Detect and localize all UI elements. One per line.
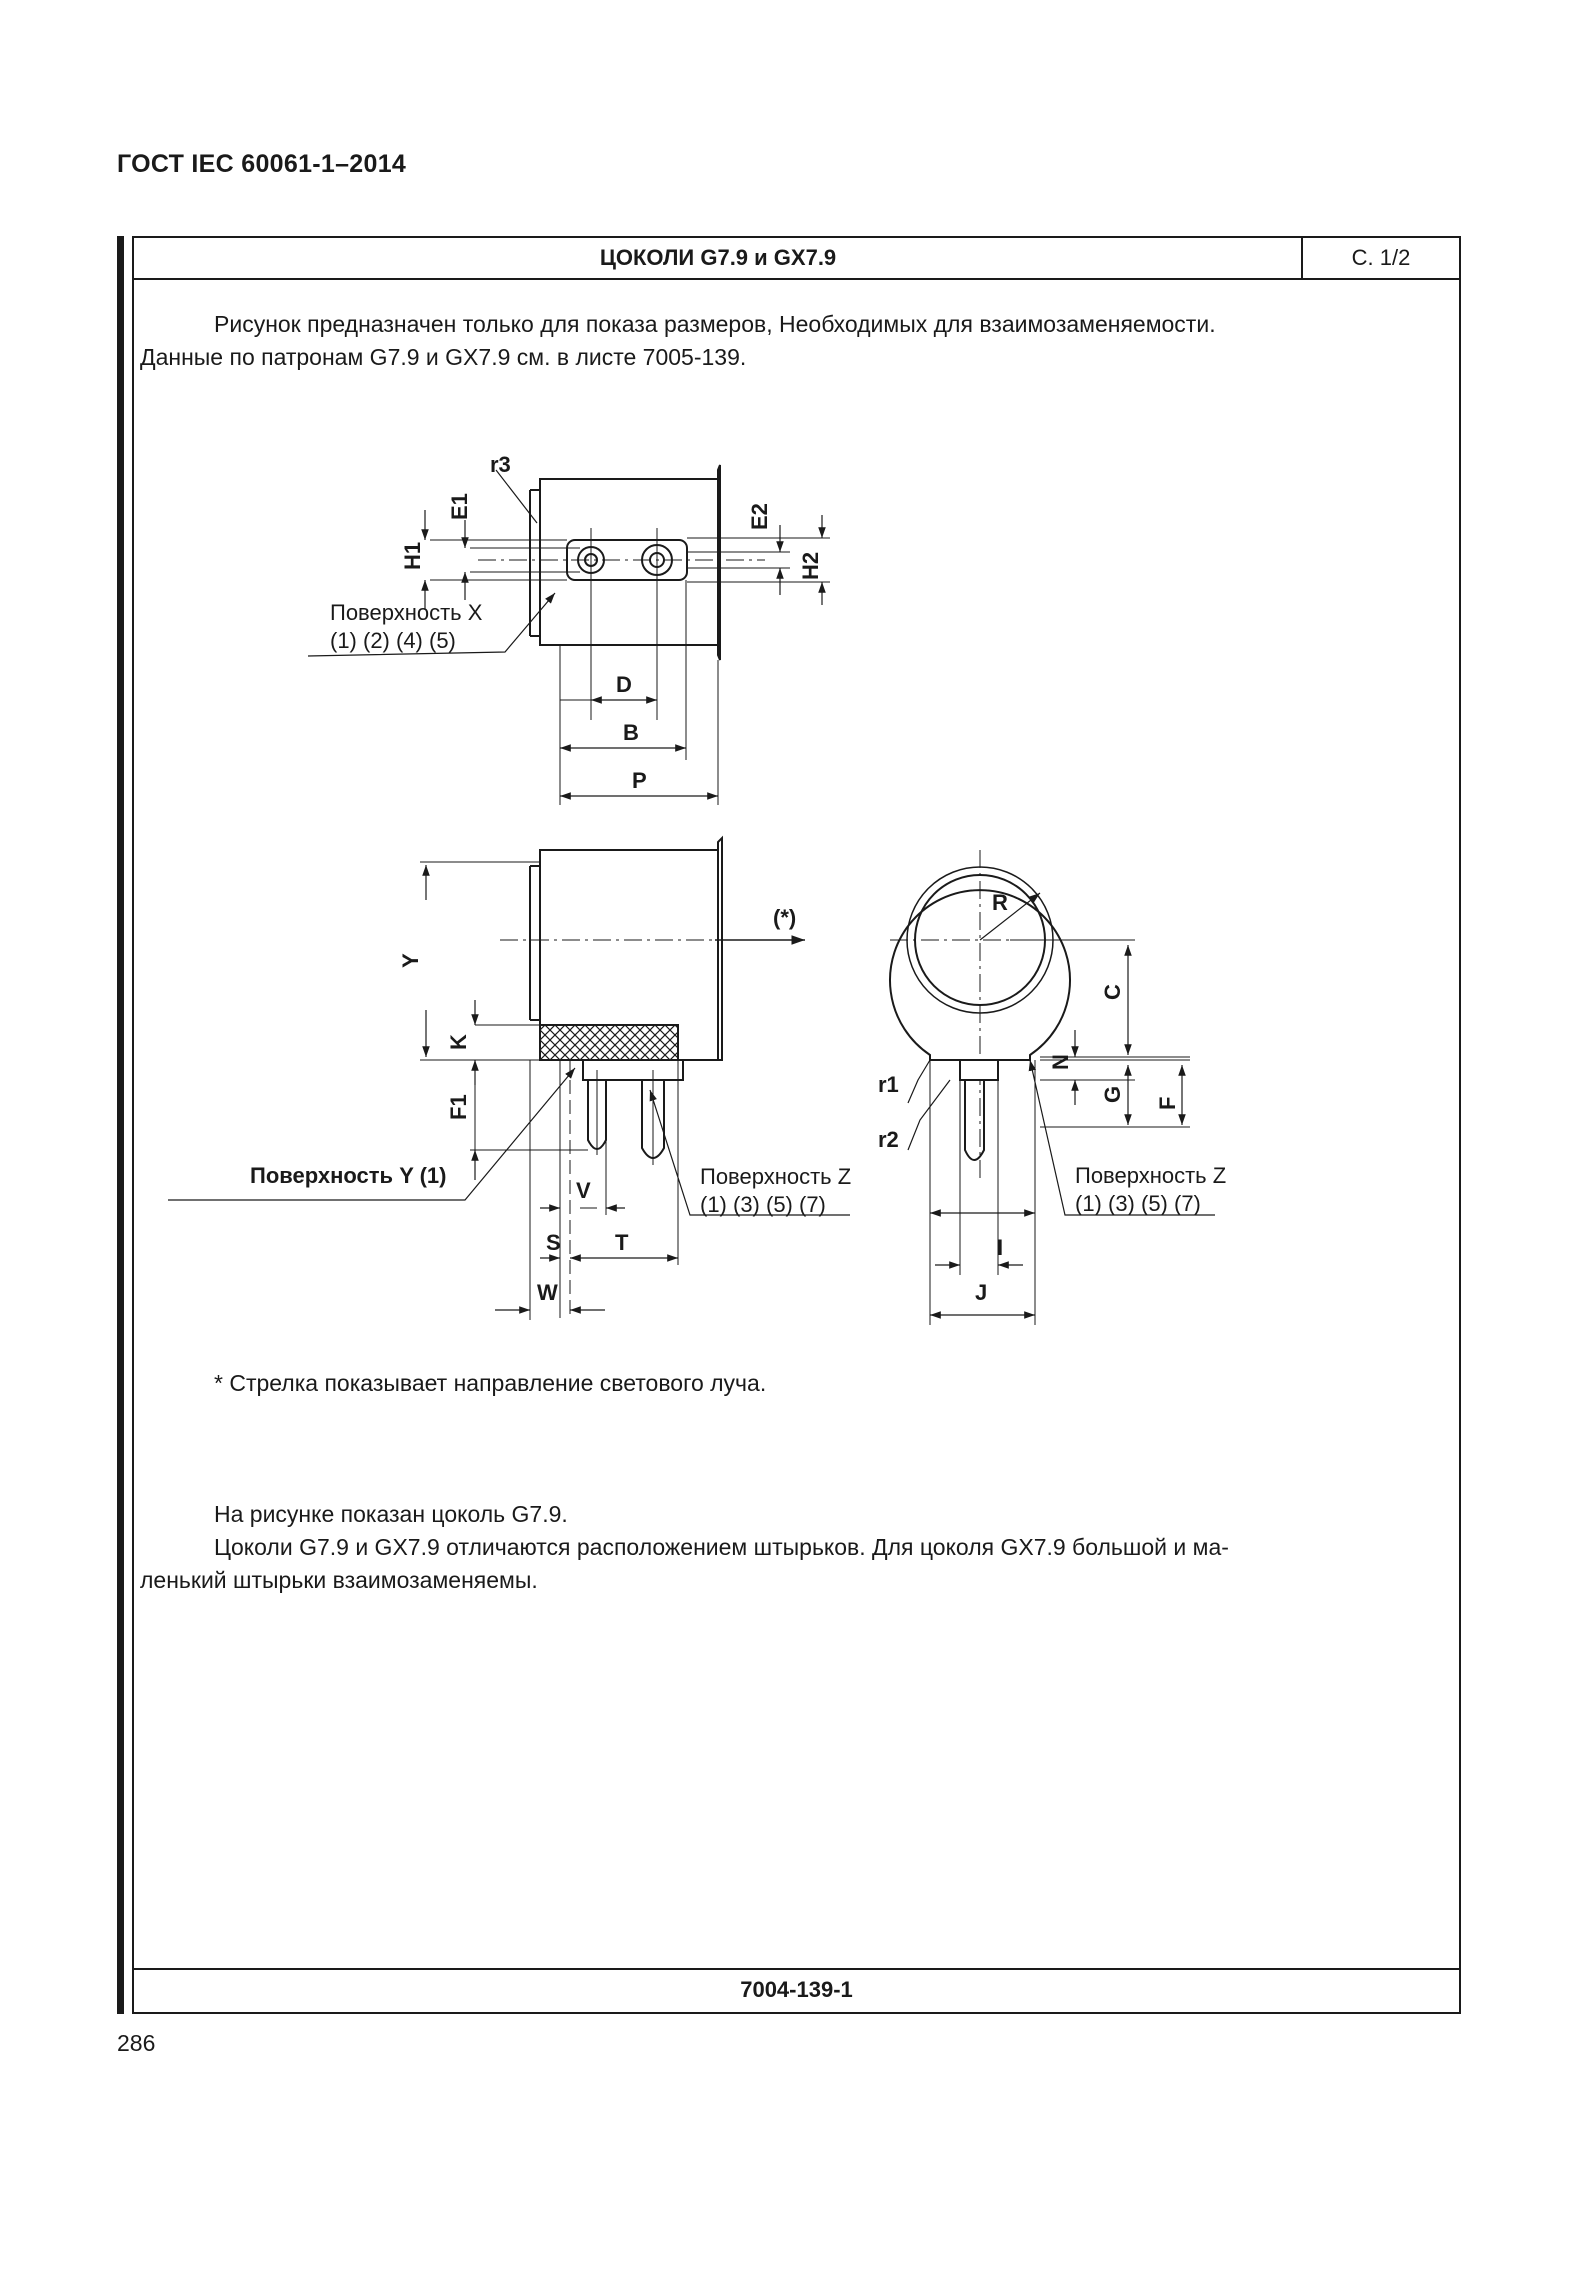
note-paragraph: На рисунке показан цоколь G7.9. Цоколи G…	[140, 1498, 1454, 1597]
surface-x-label: Поверхность X	[330, 600, 483, 625]
dim-p: P	[632, 768, 647, 793]
dim-r1: r1	[878, 1072, 899, 1097]
dim-r3: r3	[490, 452, 511, 477]
dim-k: K	[446, 1034, 471, 1050]
sheet-page-indicator: С. 1/2	[1301, 238, 1459, 278]
dim-t: T	[615, 1230, 629, 1255]
dim-j: J	[975, 1280, 987, 1305]
intro-paragraph: Рисунок предназначен только для показа р…	[140, 308, 1454, 374]
dim-f: F	[1155, 1097, 1180, 1110]
title-row: ЦОКОЛИ G7.9 и GX7.9 С. 1/2	[134, 238, 1459, 280]
note-line-2: Цоколи G7.9 и GX7.9 отличаются расположе…	[214, 1534, 1229, 1560]
dim-y: Y	[398, 953, 423, 968]
side-view	[168, 835, 850, 1320]
dim-e1: E1	[447, 493, 472, 520]
dim-i: I	[997, 1235, 1003, 1260]
front-view	[889, 850, 1215, 1325]
surface-z-notes-front: (1) (3) (5) (7)	[1075, 1191, 1201, 1216]
dim-c: C	[1100, 984, 1125, 1000]
dim-s: S	[546, 1230, 561, 1255]
note-line-1: На рисунке показан цоколь G7.9.	[214, 1501, 568, 1527]
dim-f1: F1	[446, 1094, 471, 1120]
dim-d: D	[616, 672, 632, 697]
dim-w: W	[537, 1280, 558, 1305]
surface-z-notes-side: (1) (3) (5) (7)	[700, 1192, 826, 1217]
dim-h1: H1	[400, 542, 425, 570]
dim-h2: H2	[798, 552, 823, 580]
surface-y-label: Поверхность Y (1)	[250, 1163, 446, 1188]
sheet-footer: 7004-139-1	[134, 1968, 1459, 2012]
surface-z-label-front: Поверхность Z	[1075, 1163, 1226, 1188]
dim-r2: r2	[878, 1127, 899, 1152]
intro-line-1: Рисунок предназначен только для показа р…	[214, 311, 1216, 337]
dim-n: N	[1048, 1054, 1073, 1070]
document-header: ГОСТ IEC 60061-1–2014	[117, 150, 407, 178]
dim-g: G	[1100, 1086, 1125, 1103]
dim-e2: E2	[747, 503, 772, 530]
note-line-3: ленький штырьки взаимозаменяемы.	[140, 1567, 538, 1593]
dim-v: V	[576, 1178, 591, 1203]
surface-x-notes: (1) (2) (4) (5)	[330, 628, 456, 653]
sheet-title: ЦОКОЛИ G7.9 и GX7.9	[599, 245, 837, 270]
surface-z-label-side: Поверхность Z	[700, 1164, 851, 1189]
beam-arrow-label: (*)	[773, 905, 796, 930]
footnote: * Стрелка показывает направление светово…	[214, 1370, 767, 1396]
dim-b: B	[623, 720, 639, 745]
dim-r: R	[992, 890, 1008, 915]
intro-line-2: Данные по патронам G7.9 и GX7.9 см. в ли…	[140, 344, 747, 370]
left-margin-bar	[117, 236, 124, 2014]
top-view	[307, 464, 830, 805]
sheet-frame: ЦОКОЛИ G7.9 и GX7.9 С. 1/2 Рисунок предн…	[132, 236, 1461, 2014]
page-number: 286	[117, 2030, 156, 2056]
